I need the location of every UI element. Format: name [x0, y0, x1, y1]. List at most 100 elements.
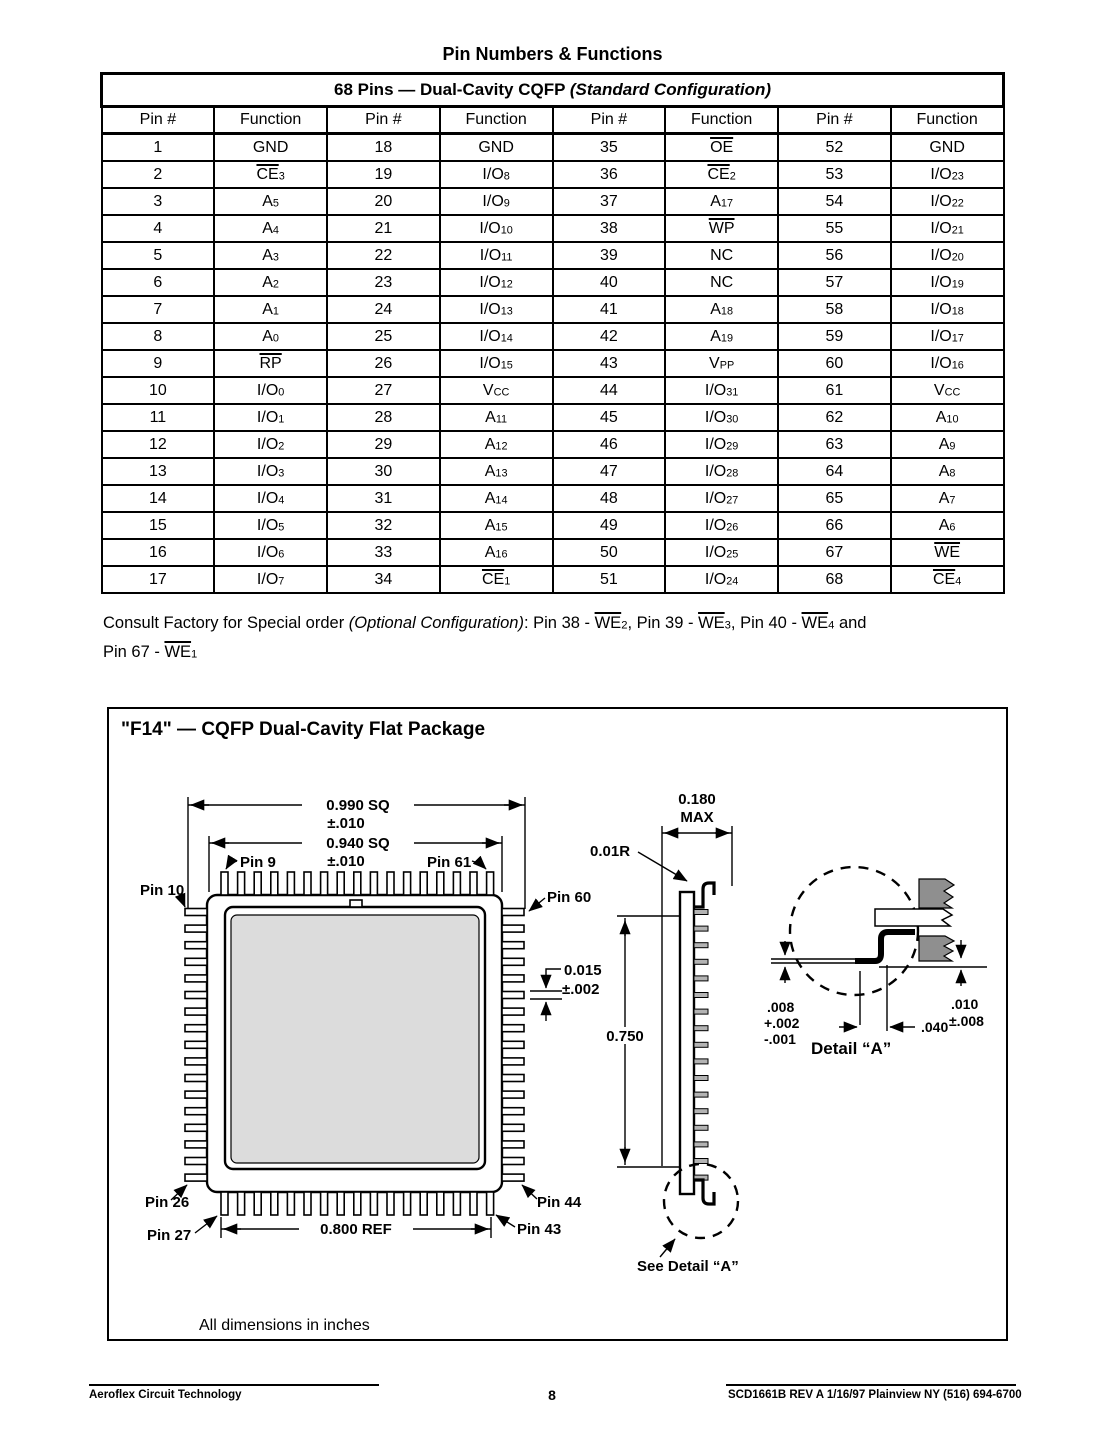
- pin-cell: 8: [100, 322, 216, 351]
- pin-cell: 24: [326, 295, 441, 324]
- consult-factory-note: Consult Factory for Special order (Optio…: [103, 610, 983, 667]
- note-segment: 2: [621, 619, 628, 632]
- note-segment: : Pin 38 -: [523, 614, 595, 632]
- function-cell: A9: [889, 430, 1005, 459]
- pin-cell: 25: [326, 322, 441, 351]
- pin-cell: 12: [100, 430, 216, 459]
- detail-a-view: .008 +.002 -.001 .010 ±.008 .040 Detail …: [764, 865, 987, 1058]
- pin-cell: 50: [551, 538, 667, 567]
- pin9-label: Pin 9: [240, 854, 276, 871]
- function-cell: I/O10: [438, 214, 554, 243]
- note-segment: , Pin 40 -: [730, 614, 802, 632]
- function-cell: A17: [664, 187, 779, 216]
- package-pins-bottom: [220, 1191, 495, 1216]
- function-cell: I/O17: [889, 322, 1005, 351]
- footer-rule-right: [726, 1384, 1016, 1386]
- function-cell: I/O13: [438, 295, 554, 324]
- function-cell: I/O23: [889, 160, 1005, 189]
- dim-0015-label: 0.015: [564, 962, 602, 979]
- dim-0180-max-label: MAX: [680, 809, 713, 826]
- see-detail-circle: [662, 1162, 740, 1240]
- function-cell: I/O2: [213, 430, 328, 459]
- package-drawing: 0.990 SQ ±.010 0.940 SQ ±.010: [140, 791, 987, 1334]
- function-cell: I/O8: [438, 160, 554, 189]
- function-cell: I/O16: [889, 349, 1005, 378]
- note-segment: WE: [698, 614, 725, 632]
- note-segment: WE: [164, 642, 192, 661]
- pin-cell: 67: [777, 538, 892, 567]
- col-header: Pin #: [551, 105, 667, 135]
- page-title: Pin Numbers & Functions: [442, 44, 663, 64]
- pin-cell: 14: [100, 484, 216, 513]
- function-cell: A18: [664, 295, 779, 324]
- function-cell: A8: [889, 457, 1005, 486]
- detail-a-circle: [788, 865, 920, 997]
- pin-cell: 9: [100, 349, 216, 378]
- function-cell: CE3: [213, 160, 328, 189]
- dim-010-label: .010: [951, 996, 978, 1012]
- function-cell: I/O25: [664, 538, 779, 567]
- note-segment: WE: [594, 614, 622, 632]
- pin-cell: 52: [777, 132, 892, 162]
- tol-0940-label: ±.010: [327, 853, 364, 870]
- dim-008-label: .008: [767, 999, 794, 1015]
- function-cell: CE2: [664, 160, 779, 189]
- pin-cell: 59: [777, 322, 892, 351]
- pin-cell: 48: [551, 484, 667, 513]
- pin-cell: 13: [100, 457, 216, 486]
- function-cell: I/O21: [889, 214, 1005, 243]
- function-cell: I/O29: [664, 430, 779, 459]
- pin-cell: 58: [777, 295, 892, 324]
- pin-cell: 21: [326, 214, 441, 243]
- function-cell: VPP: [664, 349, 779, 378]
- note-segment: WE: [801, 614, 829, 632]
- function-cell: I/O6: [213, 538, 328, 567]
- pin-cell: 42: [551, 322, 667, 351]
- function-cell: VCC: [438, 376, 554, 405]
- function-cell: A5: [213, 187, 328, 216]
- pin-cell: 6: [100, 268, 216, 297]
- side-view-leads: [693, 909, 709, 1181]
- pin-cell: 1: [100, 132, 216, 162]
- pin-cell: 54: [777, 187, 892, 216]
- top-lead-hook: [694, 881, 716, 909]
- function-cell: A15: [438, 511, 554, 540]
- package-pins-top: [220, 871, 495, 896]
- function-cell: A13: [438, 457, 554, 486]
- note-segment: and: [834, 614, 867, 632]
- footer-rule-left: [89, 1384, 379, 1386]
- note-segment: , Pin 39 -: [627, 614, 699, 632]
- pin61-label: Pin 61: [427, 854, 471, 871]
- function-cell: I/O12: [438, 268, 554, 297]
- function-cell: I/O30: [664, 403, 779, 432]
- detail-a-caption: Detail “A”: [811, 1039, 891, 1058]
- note-segment: 4: [828, 619, 835, 632]
- pin-functions-table: 68 Pins — Dual-Cavity CQFP (Standard Con…: [100, 72, 1005, 594]
- pin-cell: 7: [100, 295, 216, 324]
- function-cell: I/O31: [664, 376, 779, 405]
- function-cell: A12: [438, 430, 554, 459]
- pin-cell: 10: [100, 376, 216, 405]
- function-cell: A2: [213, 268, 328, 297]
- function-cell: I/O15: [438, 349, 554, 378]
- pin-cell: 39: [551, 241, 667, 270]
- function-cell: GND: [213, 132, 328, 162]
- pin-cell: 49: [551, 511, 667, 540]
- pin26-label: Pin 26: [145, 1194, 189, 1211]
- dim-0990-label: 0.990 SQ: [326, 797, 390, 814]
- tol-0990-label: ±.010: [327, 815, 364, 832]
- pin-cell: 37: [551, 187, 667, 216]
- pin10-label: Pin 10: [140, 882, 184, 899]
- function-cell: A10: [889, 403, 1005, 432]
- pin-cell: 16: [100, 538, 216, 567]
